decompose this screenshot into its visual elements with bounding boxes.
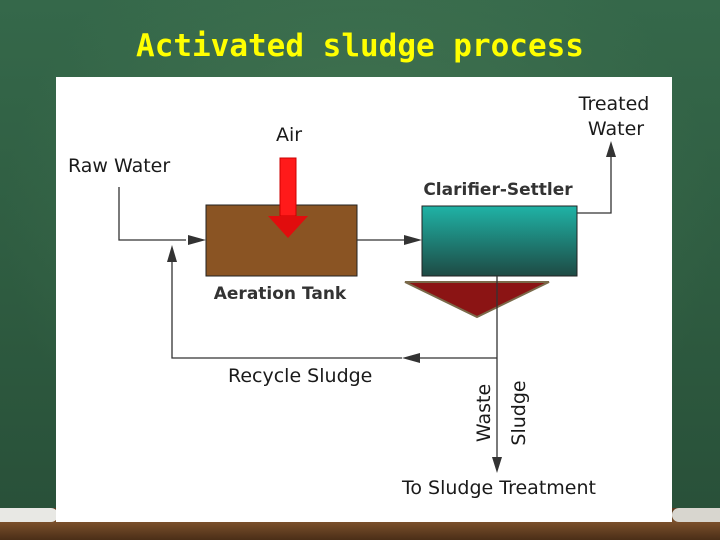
diagram-panel: Treated Water Air Raw Water Clarifier-Se… [56, 77, 672, 522]
eraser [672, 508, 720, 522]
raw-water-arrowhead [188, 235, 206, 245]
recycle-arrowhead [402, 353, 420, 363]
aeration-tank-label: Aeration Tank [214, 284, 347, 304]
recycle-return-line [171, 262, 402, 359]
treated-label-line2: Water [588, 118, 644, 140]
treated-label-line1: Treated [578, 93, 650, 115]
air-label: Air [276, 124, 302, 146]
slide-title: Activated sludge process [136, 28, 584, 64]
raw-water-line [118, 187, 186, 241]
waste-label: Waste [473, 384, 495, 442]
raw-water-label: Raw Water [68, 155, 170, 177]
air-arrow-shaft [279, 157, 297, 217]
recycle-sludge-label: Recycle Sludge [228, 365, 372, 387]
treated-water-line [577, 157, 612, 214]
clarifier-settler-tank [421, 205, 578, 277]
chalk-piece [0, 508, 58, 522]
treated-water-arrowhead [606, 141, 616, 157]
tank-to-clarifier-arrowhead [404, 235, 422, 245]
to-sludge-treatment-arrowhead [492, 457, 502, 473]
to-sludge-treatment-label: To Sludge Treatment [401, 477, 596, 499]
sludge-hopper [404, 281, 550, 319]
process-diagram: Treated Water Air Raw Water Clarifier-Se… [68, 93, 650, 499]
clarifier-label: Clarifier-Settler [423, 180, 573, 200]
air-arrow-head [268, 216, 308, 238]
recycle-up-arrowhead [167, 245, 177, 262]
sludge-label: Sludge [508, 380, 530, 445]
